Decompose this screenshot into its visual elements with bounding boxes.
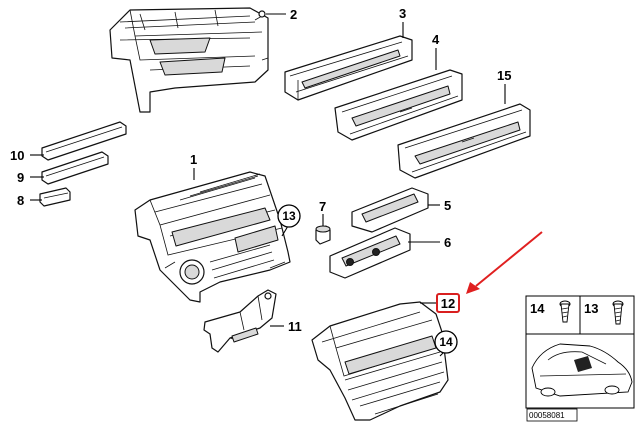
part-3-tray[interactable] xyxy=(284,35,413,101)
label-part-1: 1 xyxy=(190,152,197,167)
label-part-14: 14 xyxy=(439,335,453,349)
label-part-8: 8 xyxy=(17,193,24,208)
reference-number: 00058081 xyxy=(526,408,578,422)
part-9-strip[interactable] xyxy=(41,151,109,185)
part-2-bracket[interactable] xyxy=(109,7,269,113)
leader-lines xyxy=(30,13,506,357)
part-5-box[interactable] xyxy=(351,187,429,233)
label-part-13-circled: 13 xyxy=(277,204,301,228)
part-1-console[interactable] xyxy=(134,171,291,303)
screw-icon xyxy=(559,300,571,323)
part-7-fastener[interactable] xyxy=(315,225,331,245)
reference-number-text: 00058081 xyxy=(529,411,565,420)
screw-icon xyxy=(612,300,624,325)
label-part-11: 11 xyxy=(288,319,302,334)
label-part-12: 12 xyxy=(441,296,455,311)
part-4-tray[interactable] xyxy=(334,69,463,141)
label-part-13: 13 xyxy=(282,209,296,223)
label-part-15: 15 xyxy=(497,68,511,83)
car-location-icon xyxy=(531,343,633,397)
label-part-5: 5 xyxy=(444,198,451,213)
label-part-2: 2 xyxy=(290,7,297,22)
label-part-7: 7 xyxy=(319,199,326,214)
label-part-12-highlighted[interactable]: 12 xyxy=(436,293,460,313)
part-12-console[interactable] xyxy=(311,301,449,421)
part-8-clip[interactable] xyxy=(39,187,71,207)
inset-label-13: 13 xyxy=(584,301,598,316)
part-6-holder[interactable] xyxy=(329,227,411,279)
label-part-9: 9 xyxy=(17,170,24,185)
inset-box: 14 13 xyxy=(525,295,635,409)
label-part-6: 6 xyxy=(444,235,451,250)
part-10-strip[interactable] xyxy=(41,121,127,161)
red-arrow-icon xyxy=(466,231,543,294)
label-part-14-circled: 14 xyxy=(434,330,458,354)
label-part-3: 3 xyxy=(399,6,406,21)
part-15-tray[interactable] xyxy=(397,103,531,179)
label-part-4: 4 xyxy=(432,32,440,47)
part-11-bracket[interactable] xyxy=(203,289,277,353)
label-part-10: 10 xyxy=(10,148,24,163)
inset-label-14: 14 xyxy=(530,301,545,316)
